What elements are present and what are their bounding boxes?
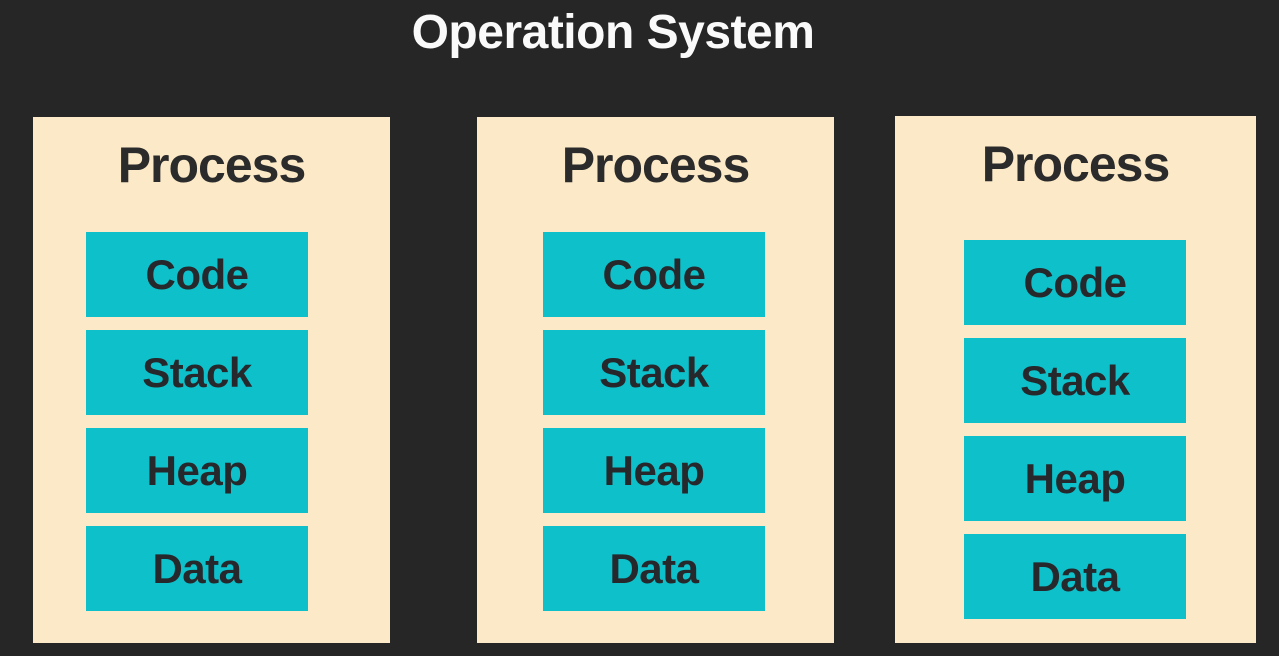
segment-block-code: Code bbox=[86, 232, 308, 317]
segment-block-data: Data bbox=[86, 526, 308, 611]
segment-block-heap: Heap bbox=[543, 428, 765, 513]
process-card-2: Process Code Stack Heap Data bbox=[477, 117, 834, 643]
process-card-title: Process bbox=[561, 137, 751, 193]
diagram-title: Operation System bbox=[411, 6, 815, 59]
segment-block-data: Data bbox=[964, 534, 1186, 619]
segment-block-data: Data bbox=[543, 526, 765, 611]
segment-list: Code Stack Heap Data bbox=[86, 232, 308, 611]
segment-block-stack: Stack bbox=[964, 338, 1186, 423]
segment-block-stack: Stack bbox=[86, 330, 308, 415]
segment-list: Code Stack Heap Data bbox=[964, 240, 1186, 619]
segment-list: Code Stack Heap Data bbox=[543, 232, 765, 611]
segment-block-heap: Heap bbox=[86, 428, 308, 513]
segment-block-heap: Heap bbox=[964, 436, 1186, 521]
process-card-1: Process Code Stack Heap Data bbox=[33, 117, 390, 643]
segment-block-stack: Stack bbox=[543, 330, 765, 415]
process-card-title: Process bbox=[981, 136, 1171, 192]
segment-block-code: Code bbox=[543, 232, 765, 317]
process-card-3: Process Code Stack Heap Data bbox=[895, 116, 1256, 643]
process-card-title: Process bbox=[117, 137, 307, 193]
segment-block-code: Code bbox=[964, 240, 1186, 325]
